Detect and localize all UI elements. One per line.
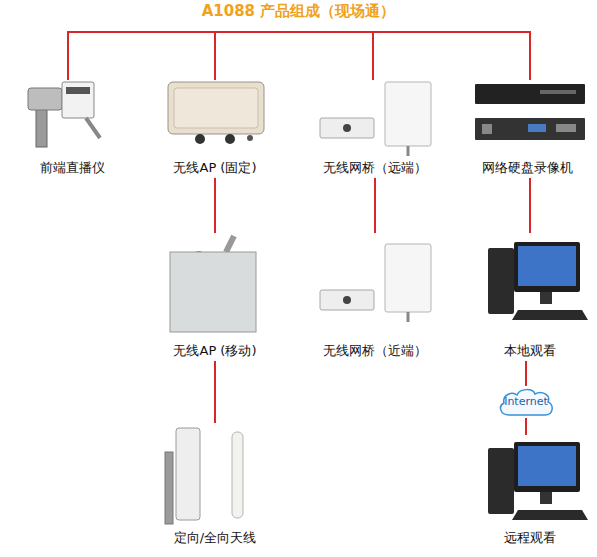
pc-screen bbox=[518, 446, 576, 486]
node-label: 定向/全向天线 bbox=[174, 530, 256, 546]
connector-line bbox=[214, 178, 216, 233]
node-label: 无线AP (移动) bbox=[173, 343, 256, 359]
omni-antenna bbox=[232, 432, 243, 518]
device-display bbox=[66, 87, 90, 94]
connector-line bbox=[525, 361, 527, 386]
device-node: 无线AP (固定) bbox=[160, 78, 270, 178]
directional-antenna bbox=[176, 428, 200, 520]
device-node: 无线网桥（远端） bbox=[305, 78, 445, 178]
device-panel bbox=[62, 82, 94, 118]
pc-tower bbox=[488, 248, 514, 314]
connector-line bbox=[529, 178, 531, 233]
nvr-port bbox=[482, 124, 492, 134]
device-node: 本地观看 bbox=[470, 233, 590, 361]
panel-antenna bbox=[385, 244, 431, 312]
ap-connector bbox=[247, 135, 253, 141]
fixed-ap-picture bbox=[168, 82, 264, 144]
ap-lid bbox=[174, 88, 258, 128]
nvr-port bbox=[556, 124, 576, 132]
antenna-pole bbox=[165, 452, 173, 524]
node-label: 无线网桥（远端） bbox=[323, 160, 427, 176]
connector-line bbox=[525, 418, 527, 435]
bridge-port bbox=[343, 124, 351, 132]
pc-stand bbox=[540, 292, 552, 304]
pc-tower bbox=[488, 448, 514, 514]
nvr-buttons bbox=[540, 90, 576, 94]
ap-case bbox=[168, 82, 264, 134]
antenna-mount bbox=[407, 146, 410, 156]
bridge-port bbox=[343, 296, 351, 304]
cloud-shape bbox=[501, 390, 553, 415]
device-node: 网络硬盘录像机 bbox=[462, 78, 592, 178]
pc-stand bbox=[540, 492, 552, 504]
connector-line bbox=[374, 178, 376, 233]
far-bridge-picture bbox=[320, 82, 431, 156]
device-node: 远程观看 bbox=[470, 435, 590, 548]
near-bridge-picture bbox=[320, 244, 431, 322]
local-pc-picture bbox=[488, 242, 588, 320]
node-label: 远程观看 bbox=[504, 530, 556, 546]
pc-monitor bbox=[514, 242, 580, 292]
node-label: 网络硬盘录像机 bbox=[482, 160, 573, 176]
nvr-back bbox=[475, 118, 585, 140]
node-label: 无线网桥（近端） bbox=[323, 343, 427, 359]
device-handle bbox=[86, 118, 100, 138]
remote-pc-picture bbox=[488, 442, 588, 520]
node-label: 本地观看 bbox=[504, 343, 556, 359]
internet-cloud: Internet bbox=[497, 386, 555, 418]
antenna-picture bbox=[165, 428, 243, 524]
device-clamp bbox=[28, 88, 62, 110]
ap-antenna bbox=[226, 236, 234, 252]
live-device-picture bbox=[28, 82, 100, 147]
ap-connector bbox=[225, 134, 235, 144]
nvr-port bbox=[528, 124, 546, 132]
panel-antenna bbox=[385, 82, 431, 146]
pc-monitor bbox=[514, 442, 580, 492]
node-label: 前端直播仪 bbox=[40, 160, 105, 176]
device-node: 无线AP (移动) bbox=[155, 233, 275, 361]
ap-connector bbox=[195, 134, 205, 144]
pc-keyboard bbox=[512, 510, 588, 520]
bridge-unit bbox=[320, 290, 374, 310]
device-node: 定向/全向天线 bbox=[155, 423, 275, 548]
device-node: 前端直播仪 bbox=[10, 78, 135, 178]
nvr-picture bbox=[475, 84, 585, 140]
diagram-title: A1088 产品组成（现场通） bbox=[0, 2, 597, 21]
bridge-unit bbox=[320, 118, 374, 138]
nvr-front bbox=[475, 84, 585, 104]
pc-screen bbox=[518, 246, 576, 286]
node-label: Internet bbox=[504, 394, 548, 410]
device-node: 无线网桥（近端） bbox=[305, 233, 445, 361]
tree-wire bbox=[68, 32, 530, 80]
connector-line bbox=[214, 361, 216, 423]
mobile-ap-picture bbox=[170, 236, 256, 332]
antenna-mount bbox=[407, 312, 410, 322]
node-label: 无线AP (固定) bbox=[173, 160, 256, 176]
pc-keyboard bbox=[512, 310, 588, 320]
ap-case bbox=[170, 252, 256, 332]
